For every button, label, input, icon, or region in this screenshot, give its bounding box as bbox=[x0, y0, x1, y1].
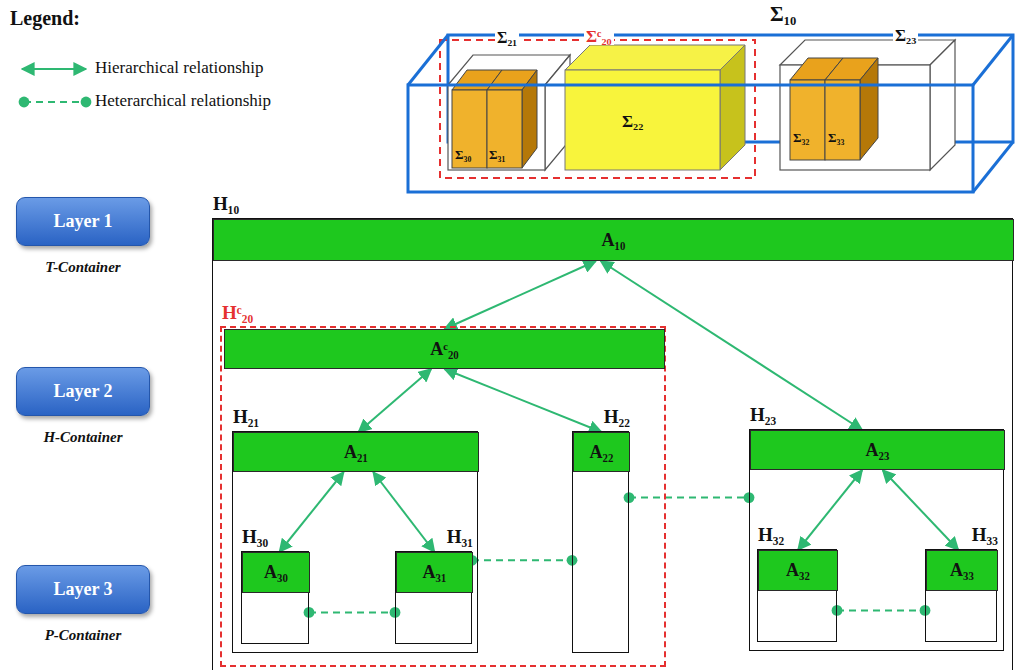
agent-label: Aᶜ₂₀ bbox=[430, 339, 458, 360]
agent-band: A₂₃ bbox=[750, 430, 1005, 470]
layer-name: Layer 1 bbox=[53, 211, 112, 232]
container-box: Hᶜ₂₀Aᶜ₂₀H₂₁A₂₁H₃₀A₃₀H₃₁A₃₁H₂₂A₂₂ bbox=[220, 326, 666, 667]
container-box: H₁₀A₁₀Hᶜ₂₀Aᶜ₂₀H₂₁A₂₁H₃₀A₃₀H₃₁A₃₁H₂₂A₂₂H₂… bbox=[212, 218, 1013, 670]
agent-band: A₃₃ bbox=[926, 550, 998, 591]
sigma-label: Σ₂₃ bbox=[893, 27, 918, 44]
legend-text: Heterarchical relationship bbox=[95, 92, 271, 109]
agent-label: A₂₁ bbox=[344, 442, 368, 463]
sigma-label: Σ₃₂ bbox=[793, 131, 809, 144]
heterarchical-link bbox=[629, 497, 749, 499]
container-label: H₁₀ bbox=[213, 193, 239, 215]
agent-band: A₃₁ bbox=[396, 552, 473, 593]
hierarchical-link bbox=[445, 261, 596, 329]
sigma-label: Σ₃₀ bbox=[455, 148, 471, 161]
agent-label: A₃₀ bbox=[264, 562, 288, 583]
hierarchical-link bbox=[445, 369, 602, 432]
agent-band: A₃₂ bbox=[758, 550, 838, 591]
layer-button: Layer 3P-Container bbox=[16, 565, 150, 614]
container-box: H₃₃A₃₃ bbox=[925, 549, 997, 642]
layer-name: Layer 2 bbox=[53, 381, 112, 402]
layer-button: Layer 1T-Container bbox=[16, 197, 150, 246]
container-box: H₂₂A₂₂ bbox=[572, 431, 629, 653]
legend-line bbox=[24, 101, 86, 103]
layer-button: Layer 2H-Container bbox=[16, 367, 150, 416]
agent-band: Aᶜ₂₀ bbox=[224, 329, 665, 369]
layer-subtitle: H-Container bbox=[17, 429, 149, 446]
hierarchical-link bbox=[279, 472, 343, 552]
container-label: H₃₁ bbox=[447, 526, 473, 548]
sigma-label: Σ₂₁ bbox=[495, 30, 519, 46]
container-box: H₂₁A₂₁H₃₀A₃₀H₃₁A₃₁ bbox=[232, 431, 478, 653]
sigma-label: Σ₃₃ bbox=[828, 131, 844, 144]
heterarchical-link bbox=[837, 609, 925, 611]
agent-label: A₃₂ bbox=[786, 560, 810, 581]
heterarchical-link bbox=[309, 611, 395, 613]
hierarchical-link bbox=[358, 369, 431, 432]
heterarchical-link bbox=[472, 559, 572, 561]
agent-band: A₁₀ bbox=[213, 219, 1014, 261]
sigma-label: Σ₂₂ bbox=[622, 113, 643, 130]
sigma-label: Σᶜ₂₀ bbox=[584, 28, 614, 45]
container-label: H₂₁ bbox=[233, 406, 259, 428]
container-box: H₃₂A₃₂ bbox=[757, 549, 837, 642]
container-label: H₃₀ bbox=[242, 526, 268, 548]
container-3d bbox=[408, 35, 1013, 192]
legend-text: Hierarchical relationship bbox=[95, 59, 264, 76]
agent-band: A₂₂ bbox=[573, 432, 630, 472]
agent-label: A₂₂ bbox=[590, 442, 614, 463]
hierarchical-link bbox=[798, 470, 862, 550]
sigma-label: Σ₃₁ bbox=[489, 148, 505, 161]
container-label: H₂₂ bbox=[604, 406, 630, 428]
agent-label: A₂₃ bbox=[866, 440, 890, 461]
container-box: H₃₁A₃₁ bbox=[395, 551, 472, 644]
hierarchical-link bbox=[373, 472, 434, 552]
agent-label: A₁₀ bbox=[602, 230, 626, 251]
layer-subtitle: P-Container bbox=[17, 627, 149, 644]
container-label: H₂₃ bbox=[750, 404, 776, 426]
agent-band: A₃₀ bbox=[242, 552, 310, 593]
hierarchical-link bbox=[883, 470, 959, 550]
container-box: H₂₃A₂₃H₃₂A₃₂H₃₃A₃₃ bbox=[749, 429, 1004, 651]
agent-label: A₃₁ bbox=[423, 562, 447, 583]
agent-label: A₃₃ bbox=[950, 560, 974, 581]
container-label: Hᶜ₂₀ bbox=[222, 302, 253, 324]
container-box: H₃₀A₃₀ bbox=[241, 551, 309, 644]
legend-title: Legend: bbox=[10, 8, 80, 28]
layer-subtitle: T-Container bbox=[17, 259, 149, 276]
container-label: H₃₃ bbox=[972, 524, 998, 546]
container-label: H₃₂ bbox=[758, 524, 784, 546]
layer-name: Layer 3 bbox=[53, 579, 112, 600]
legend-line bbox=[22, 68, 86, 70]
sigma-label: Σ₁₀ bbox=[768, 4, 798, 25]
agent-band: A₂₁ bbox=[233, 432, 479, 472]
